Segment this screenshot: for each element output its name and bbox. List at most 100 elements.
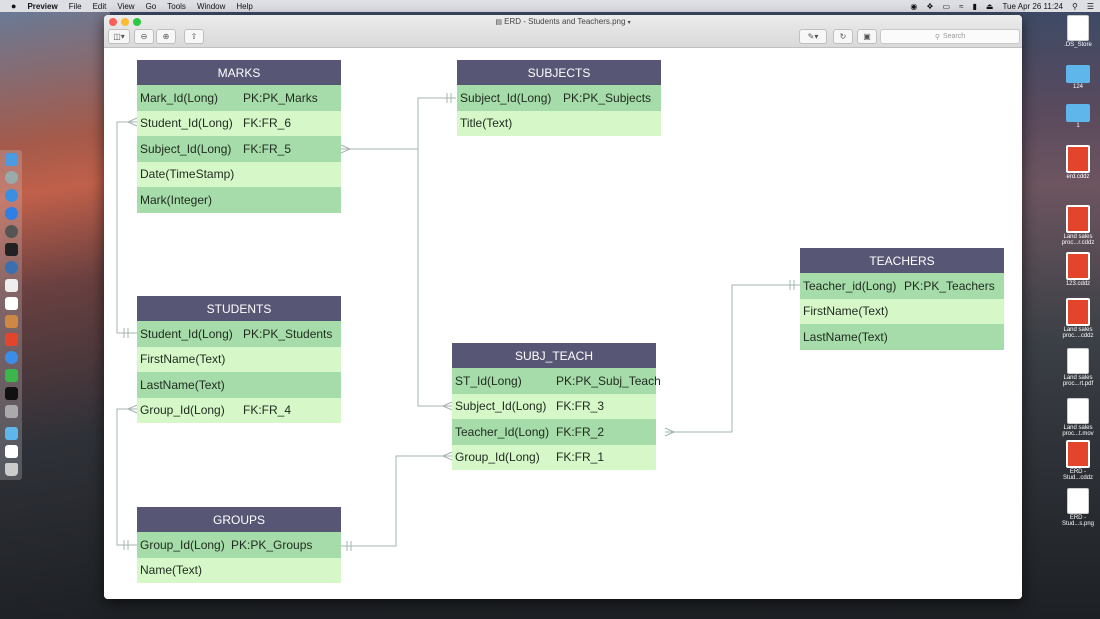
- airplay-icon[interactable]: ▭: [942, 1, 951, 11]
- entity-row: Student_Id(Long) PK:PK_Students: [137, 321, 341, 347]
- desktop-file[interactable]: 123.cddz: [1058, 252, 1098, 287]
- activity-monitor-icon[interactable]: [5, 243, 18, 256]
- entity-header: MARKS: [137, 60, 341, 85]
- zoom-in-button[interactable]: ⊕: [156, 29, 176, 44]
- chevron-down-icon[interactable]: ▾: [627, 20, 631, 26]
- textedit-icon[interactable]: [5, 279, 18, 292]
- time-machine-icon[interactable]: [5, 225, 18, 238]
- field-name: LastName(Text): [803, 329, 888, 344]
- menu-go[interactable]: Go: [145, 1, 157, 11]
- markup-toolbox-button[interactable]: ▣: [857, 29, 877, 44]
- wifi-icon[interactable]: ≈: [959, 1, 964, 11]
- desktop-file[interactable]: Land sales proc...rt.pdf: [1058, 348, 1098, 387]
- relationship-lines: [116, 93, 800, 551]
- entity-row: Mark(Integer): [137, 187, 341, 213]
- menu-window[interactable]: Window: [196, 1, 226, 11]
- spotlight-icon[interactable]: ⚲: [1071, 1, 1078, 11]
- document-file-icon: [1067, 398, 1089, 424]
- markup-pen-button[interactable]: ✎▾: [799, 29, 827, 44]
- menu-tools[interactable]: Tools: [167, 1, 186, 11]
- desktop-file[interactable]: Land sales proc...r.cddz: [1058, 205, 1098, 246]
- field-name: Student_Id(Long): [140, 326, 233, 341]
- safari-icon[interactable]: [5, 189, 18, 202]
- menu-file[interactable]: File: [68, 1, 82, 11]
- link-marks-students: [116, 121, 137, 334]
- preview-window: ▤ ERD - Students and Teachers.png ▾ ◫▾ ⊖…: [104, 15, 1022, 599]
- zoom-button[interactable]: [133, 18, 141, 26]
- desktop-file[interactable]: erd.cddz: [1058, 145, 1098, 180]
- eject-icon[interactable]: ⏏: [985, 1, 994, 11]
- system-preferences-icon[interactable]: [5, 351, 18, 364]
- desktop-file-label: Land sales proc...r.cddz: [1061, 234, 1095, 246]
- window-title-text: ERD - Students and Teachers.png: [504, 17, 626, 26]
- entity-row: Name(Text): [137, 557, 341, 583]
- field-name: Mark(Integer): [140, 192, 213, 207]
- share-button[interactable]: ⇧: [184, 29, 204, 44]
- trash-icon[interactable]: [5, 463, 18, 476]
- calendar-icon[interactable]: [5, 297, 18, 310]
- battery-icon[interactable]: ▮: [972, 1, 977, 11]
- maps-icon[interactable]: [5, 369, 18, 382]
- launchpad-icon[interactable]: [5, 171, 18, 184]
- desktop-file[interactable]: Land sales proc....cddz: [1058, 298, 1098, 339]
- link-students-groups: [116, 408, 137, 546]
- entity-row: Group_Id(Long)FK:FR_1: [452, 444, 656, 470]
- record-icon[interactable]: ◉: [910, 1, 918, 11]
- menu-app-name[interactable]: Preview: [27, 1, 58, 11]
- search-field[interactable]: ⚲ Search: [880, 29, 1020, 44]
- menu-edit[interactable]: Edit: [92, 1, 107, 11]
- desktop-file[interactable]: ERD - Stud...cddz: [1058, 440, 1098, 481]
- minimize-button[interactable]: [121, 18, 129, 26]
- desktop-file[interactable]: 124: [1058, 65, 1098, 90]
- close-button[interactable]: [109, 18, 117, 26]
- menu-help[interactable]: Help: [236, 1, 253, 11]
- rotate-button[interactable]: ↻: [833, 29, 853, 44]
- apple-menu-icon[interactable]: ●: [11, 1, 17, 11]
- field-name: Group_Id(Long): [455, 450, 540, 465]
- app-store-icon[interactable]: [5, 207, 18, 220]
- field-name: Mark_Id(Long): [140, 90, 219, 105]
- desktop-file[interactable]: Land sales proc...t.mov: [1058, 398, 1098, 437]
- dropbox-icon[interactable]: ❖: [926, 1, 934, 11]
- downloads-folder-icon[interactable]: [5, 427, 18, 440]
- desktop-file[interactable]: .DS_Store: [1058, 15, 1098, 48]
- desktop-file[interactable]: ERD - Stud...s.png: [1058, 488, 1098, 527]
- entity-row: LastName(Text): [800, 324, 1004, 350]
- entity-row: Student_Id(Long)FK:FR_6: [137, 110, 341, 136]
- desktop-file-label: 1: [1076, 123, 1080, 129]
- presentation-file-icon: [1066, 298, 1090, 326]
- entity-row: Subject_Id(Long)PK:PK_Subjects: [457, 85, 661, 111]
- clock[interactable]: Tue Apr 26 11:24: [1002, 1, 1063, 11]
- zoom-out-button[interactable]: ⊖: [134, 29, 154, 44]
- notification-center-icon[interactable]: ☰: [1086, 1, 1094, 11]
- field-key: PK:PK_Students: [243, 326, 333, 341]
- documents-stack-icon[interactable]: [5, 445, 18, 458]
- window-titlebar[interactable]: ▤ ERD - Students and Teachers.png ▾ ◫▾ ⊖…: [104, 15, 1022, 48]
- field-name: Title(Text): [460, 116, 513, 131]
- finder-icon[interactable]: [5, 153, 18, 166]
- field-key: PK:PK_Marks: [243, 90, 318, 105]
- desktop-file-label: erd.cddz: [1066, 174, 1090, 180]
- sidebar-toggle-button[interactable]: ◫▾: [108, 29, 130, 44]
- scanner-icon[interactable]: [5, 405, 18, 418]
- menu-view[interactable]: View: [117, 1, 135, 11]
- field-key: FK:FR_6: [243, 116, 292, 131]
- search-icon: ⚲: [934, 33, 940, 41]
- terminal-icon[interactable]: [5, 387, 18, 400]
- desktop-file[interactable]: 1: [1058, 104, 1098, 129]
- presentation-file-icon: [1066, 252, 1090, 280]
- photo-app-icon[interactable]: [5, 315, 18, 328]
- entity-row: Subject_Id(Long)FK:FR_5: [137, 136, 341, 162]
- field-name: FirstName(Text): [803, 304, 889, 319]
- presentation-app-icon[interactable]: [5, 333, 18, 346]
- browser-icon[interactable]: [5, 261, 18, 274]
- desktop-file-label: ERD - Stud...s.png: [1061, 515, 1095, 527]
- field-name: Date(TimeStamp): [140, 167, 235, 182]
